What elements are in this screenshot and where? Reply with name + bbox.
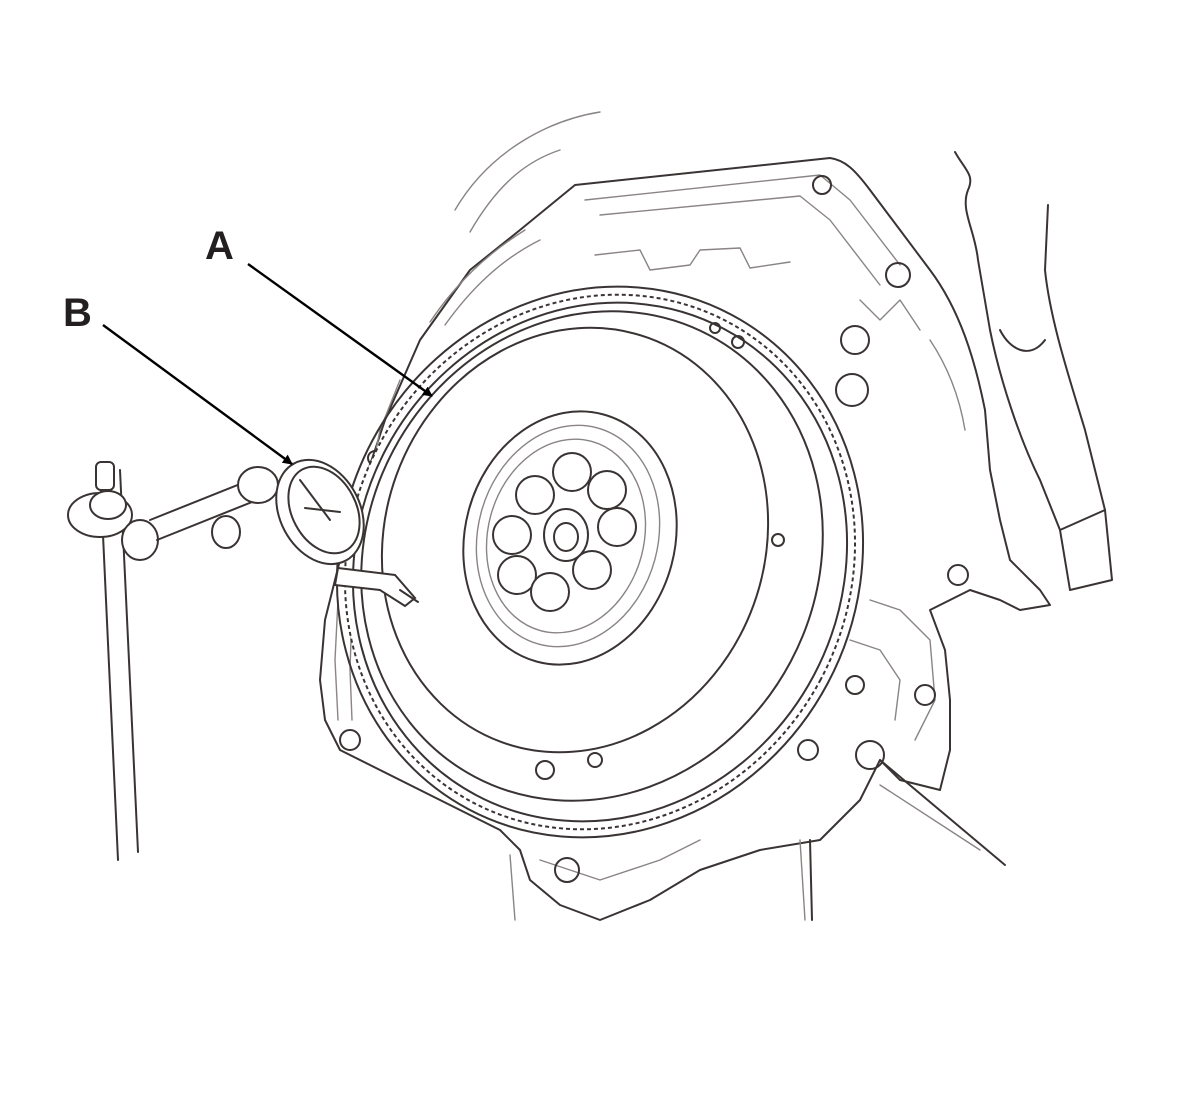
leader-line-a [247, 263, 433, 397]
flywheel-bolts [492, 452, 637, 612]
leader-line-b [102, 324, 293, 465]
engine-block-housing [319, 157, 1051, 921]
right-pipe-assembly [954, 151, 1113, 591]
callout-label-a: A [205, 224, 234, 268]
magnetic-base-stand [67, 461, 279, 861]
background-arcs [454, 111, 601, 233]
callout-label-b: B [63, 291, 92, 335]
dial-indicator [275, 458, 419, 608]
